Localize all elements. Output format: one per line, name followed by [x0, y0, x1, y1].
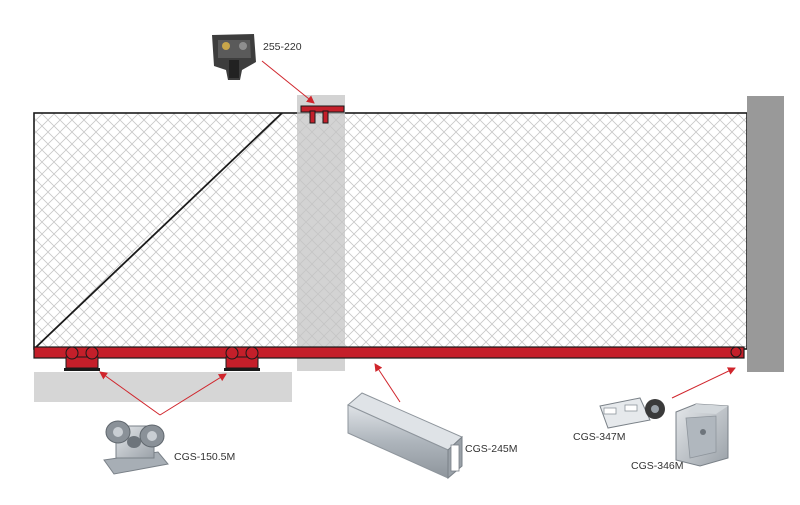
callout-arrows	[99, 60, 736, 416]
top-guide-bracket-icon	[212, 34, 256, 80]
end-post	[747, 96, 784, 372]
roller-carriage-installed-2	[224, 346, 260, 371]
label-cgs-245m: CGS-245M	[465, 443, 518, 455]
gate-panel	[33, 112, 748, 350]
label-cgs-347m: CGS-347M	[573, 431, 626, 443]
diagonal-brace	[33, 112, 283, 350]
top-guide-bracket-installed	[300, 105, 345, 124]
ground-slab	[34, 372, 292, 402]
end-roller-installed	[730, 346, 742, 358]
catcher-bracket-icon	[675, 403, 729, 467]
label-255-220: 255-220	[263, 41, 302, 53]
bottom-rail	[33, 346, 745, 359]
roller-carriage-icon	[103, 420, 169, 475]
end-roller-icon	[599, 397, 665, 429]
guide-post	[297, 95, 345, 371]
roller-carriage-installed-1	[64, 346, 100, 371]
label-cgs-346m: CGS-346M	[631, 460, 684, 472]
steel-track-profile-icon	[347, 392, 463, 480]
label-cgs-150-5m: CGS-150.5M	[174, 451, 236, 463]
